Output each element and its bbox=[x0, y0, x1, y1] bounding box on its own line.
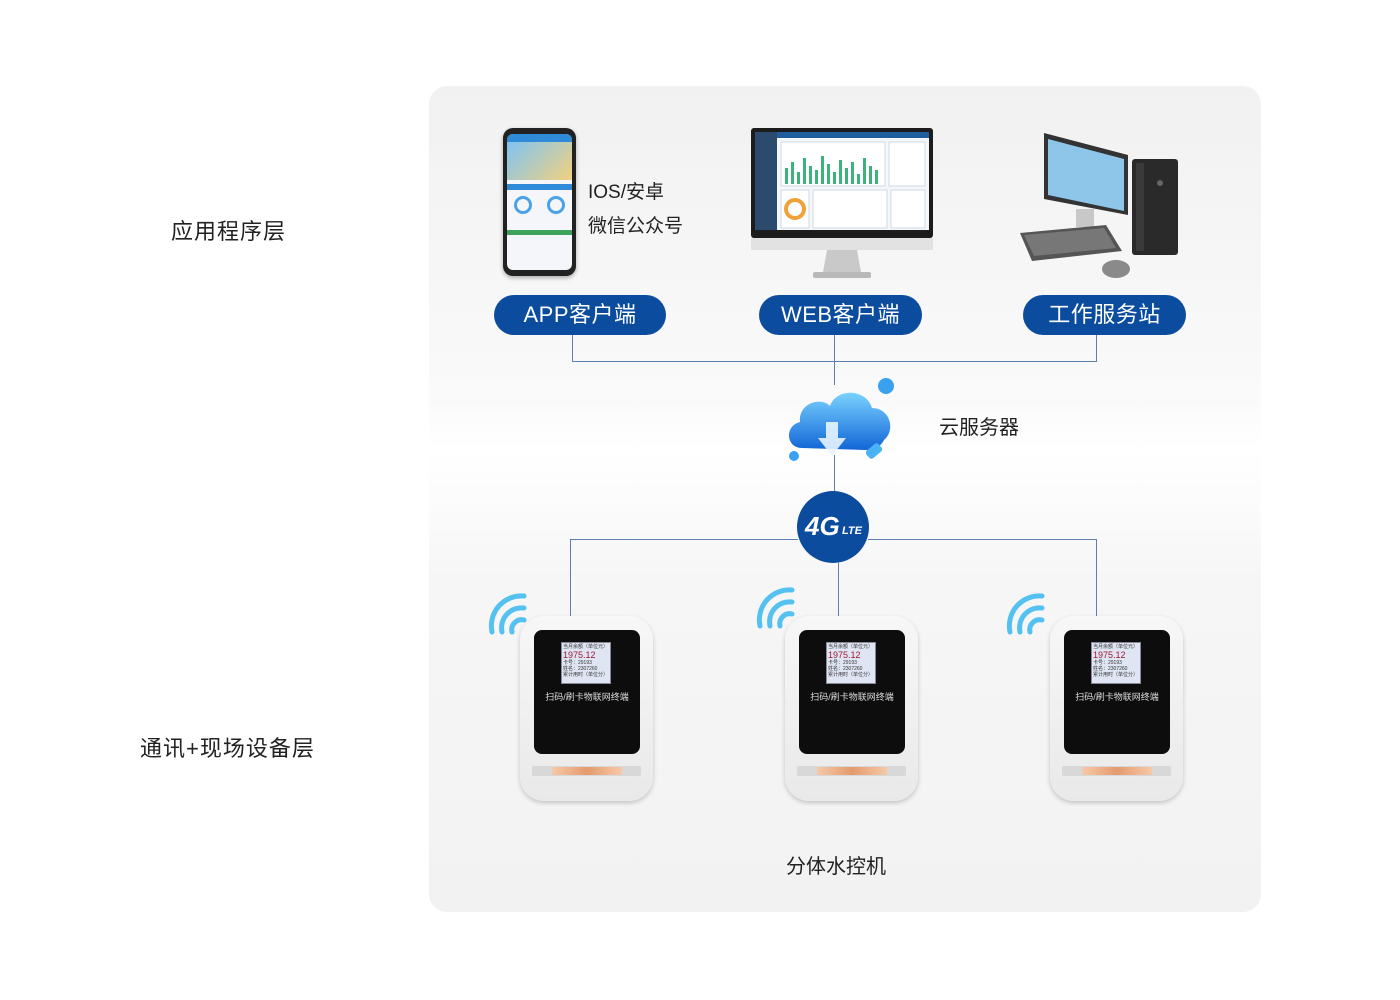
card-slot bbox=[1062, 766, 1171, 776]
wireless-signal-icon bbox=[756, 587, 795, 629]
app-client-label: APP客户端 bbox=[494, 295, 666, 335]
connector-line bbox=[570, 539, 571, 617]
workstation-computer-icon bbox=[1020, 133, 1182, 288]
connector-line bbox=[838, 563, 839, 617]
water-control-device: 当月余额（单位元） 1975.12 卡号：29193 姓名：2307260 累计… bbox=[1050, 616, 1183, 801]
device-caption: 分体水控机 bbox=[786, 856, 886, 878]
device-screen-text: 扫码/刷卡物联网终端 bbox=[545, 692, 629, 702]
device-lcd: 当月余额（单位元） 1975.12 卡号：29193 姓名：2307260 累计… bbox=[561, 642, 611, 684]
mobile-wechat-text: 微信公众号 bbox=[588, 216, 684, 237]
device-lcd: 当月余额（单位元） 1975.12 卡号：29193 姓名：2307260 累计… bbox=[826, 642, 876, 684]
connector-line bbox=[572, 361, 1097, 362]
card-slot bbox=[797, 766, 906, 776]
application-layer-label: 应用程序层 bbox=[171, 219, 287, 244]
mobile-os-text: IOS/安卓 bbox=[588, 182, 665, 203]
workstation-label: 工作服务站 bbox=[1023, 295, 1186, 335]
connector-line bbox=[572, 335, 573, 361]
wireless-signal-icon bbox=[488, 593, 527, 635]
connector-line bbox=[868, 539, 1097, 540]
communication-layer-label: 通讯+现场设备层 bbox=[140, 736, 315, 761]
connector-line bbox=[1096, 539, 1097, 617]
4g-lte-badge: 4G LTE bbox=[797, 491, 869, 563]
device-screen-text: 扫码/刷卡物联网终端 bbox=[1075, 692, 1159, 702]
device-lcd: 当月余额（单位元） 1975.12 卡号：29193 姓名：2307260 累计… bbox=[1091, 642, 1141, 684]
connector-line bbox=[570, 539, 798, 540]
water-control-device: 当月余额（单位元） 1975.12 卡号：29193 姓名：2307260 累计… bbox=[520, 616, 653, 801]
wireless-signal-icon bbox=[1006, 593, 1045, 635]
web-client-label: WEB客户端 bbox=[759, 295, 922, 335]
connector-line bbox=[834, 455, 835, 493]
lte-text: LTE bbox=[842, 525, 862, 537]
4g-text: 4G bbox=[805, 511, 840, 541]
card-slot bbox=[532, 766, 641, 776]
web-monitor-icon bbox=[751, 128, 933, 278]
device-screen-text: 扫码/刷卡物联网终端 bbox=[810, 692, 894, 702]
connector-line bbox=[834, 335, 835, 385]
mobile-phone-icon bbox=[503, 128, 576, 276]
water-control-device: 当月余额（单位元） 1975.12 卡号：29193 姓名：2307260 累计… bbox=[785, 616, 918, 801]
cloud-server-icon bbox=[780, 374, 902, 477]
connector-line bbox=[1096, 335, 1097, 361]
cloud-server-label: 云服务器 bbox=[939, 417, 1019, 439]
